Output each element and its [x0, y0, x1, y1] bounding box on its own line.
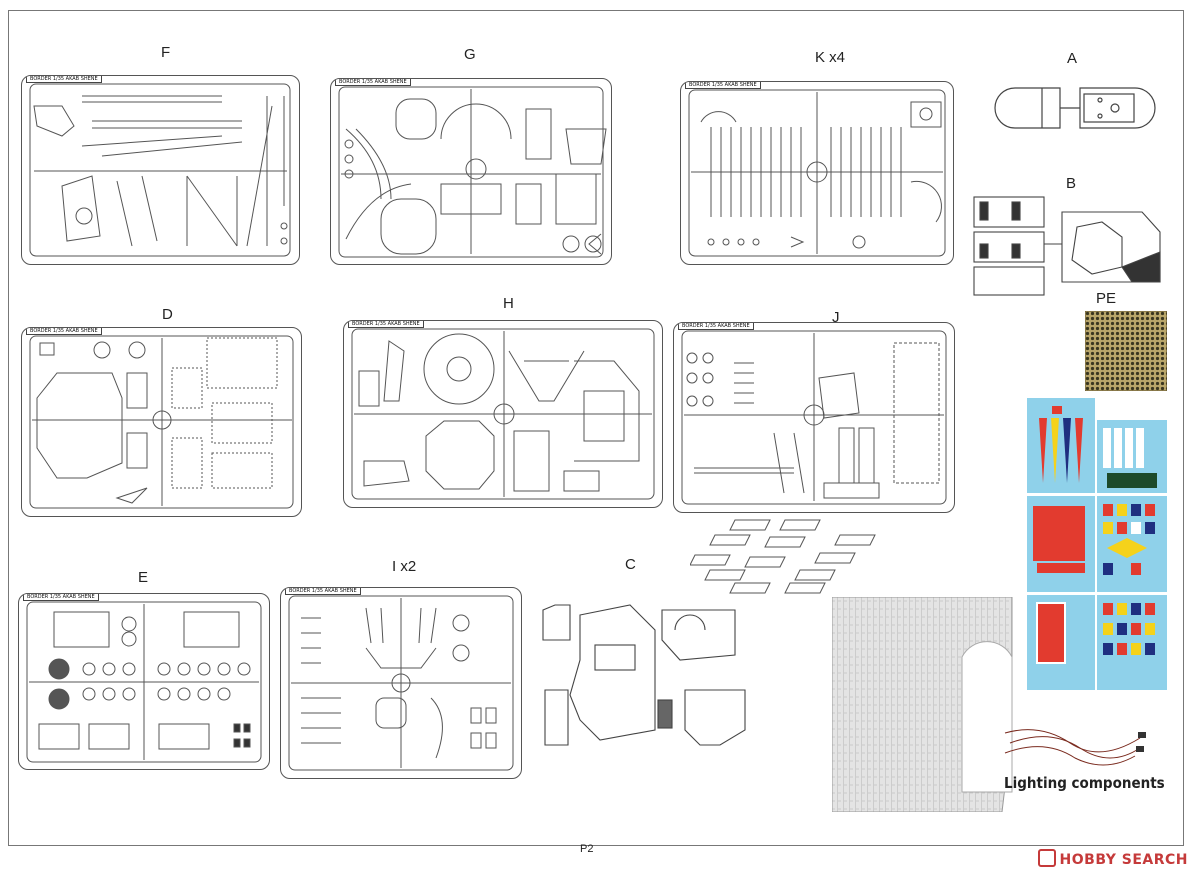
sprue-tag: BORDER 1/35 AKAB SHENE [348, 321, 424, 328]
sprue-e: BORDER 1/35 AKAB SHENE [18, 593, 270, 770]
sprue-tag: BORDER 1/35 AKAB SHENE [26, 76, 102, 83]
deck-sheet [832, 597, 1013, 812]
lighting-components-label: Lighting components [1004, 774, 1165, 792]
part-c [542, 604, 746, 746]
lighting-wires [1004, 729, 1146, 766]
sprue-label-h: H [503, 295, 514, 312]
sprue-tag: BORDER 1/35 AKAB SHENE [678, 323, 754, 330]
sprue-label-a: A [1067, 50, 1078, 67]
watermark-text: HOBBY SEARCH [1059, 852, 1188, 868]
sprue-d-parts [29, 335, 294, 509]
sprue-label-d: D [162, 306, 173, 323]
sprue-j-parts [681, 330, 947, 505]
sprue-label-k: K x4 [815, 49, 846, 66]
sprue-e-parts [26, 601, 262, 763]
sprue-tag: BORDER 1/35 AKAB SHENE [26, 328, 102, 335]
sprue-tag: BORDER 1/35 AKAB SHENE [23, 594, 99, 601]
sprue-tag: BORDER 1/35 AKAB SHENE [685, 82, 761, 89]
sprue-k: BORDER 1/35 AKAB SHENE [680, 81, 954, 265]
sprue-label-j: J [832, 309, 840, 326]
hobby-search-logo-icon [1037, 849, 1056, 867]
page-number: P2 [580, 843, 594, 855]
sprue-i-parts [288, 595, 514, 771]
sprue-label-g: G [464, 46, 476, 63]
sprue-h-parts [351, 328, 655, 500]
sprue-label-i: I x2 [392, 558, 417, 575]
sprue-k-parts [688, 89, 946, 257]
sprue-label-b: B [1066, 175, 1077, 192]
sprue-i: BORDER 1/35 AKAB SHENE [280, 587, 522, 779]
sprue-f: BORDER 1/35 AKAB SHENE [21, 75, 300, 265]
sprue-tag: BORDER 1/35 AKAB SHENE [335, 79, 411, 86]
sprue-label-f: F [161, 44, 171, 61]
sprue-label-c: C [625, 556, 636, 573]
part-a [994, 87, 1156, 129]
sprue-label-pe: PE [1096, 290, 1117, 307]
sprue-g-parts [338, 86, 607, 258]
decal-sheets [1027, 398, 1167, 690]
sprue-tag: BORDER 1/35 AKAB SHENE [285, 588, 361, 595]
sprue-label-e: E [138, 569, 149, 586]
sprue-d: BORDER 1/35 AKAB SHENE [21, 327, 302, 517]
sprue-h: BORDER 1/35 AKAB SHENE [343, 320, 663, 508]
sprue-g: BORDER 1/35 AKAB SHENE [330, 78, 612, 265]
part-b [973, 196, 1161, 296]
sprue-f-parts [29, 83, 291, 257]
watermark: HOBBY SEARCH [1037, 849, 1188, 868]
clear-parts [690, 519, 876, 594]
pe-fret [1085, 311, 1167, 391]
sprue-j: BORDER 1/35 AKAB SHENE [673, 322, 955, 513]
